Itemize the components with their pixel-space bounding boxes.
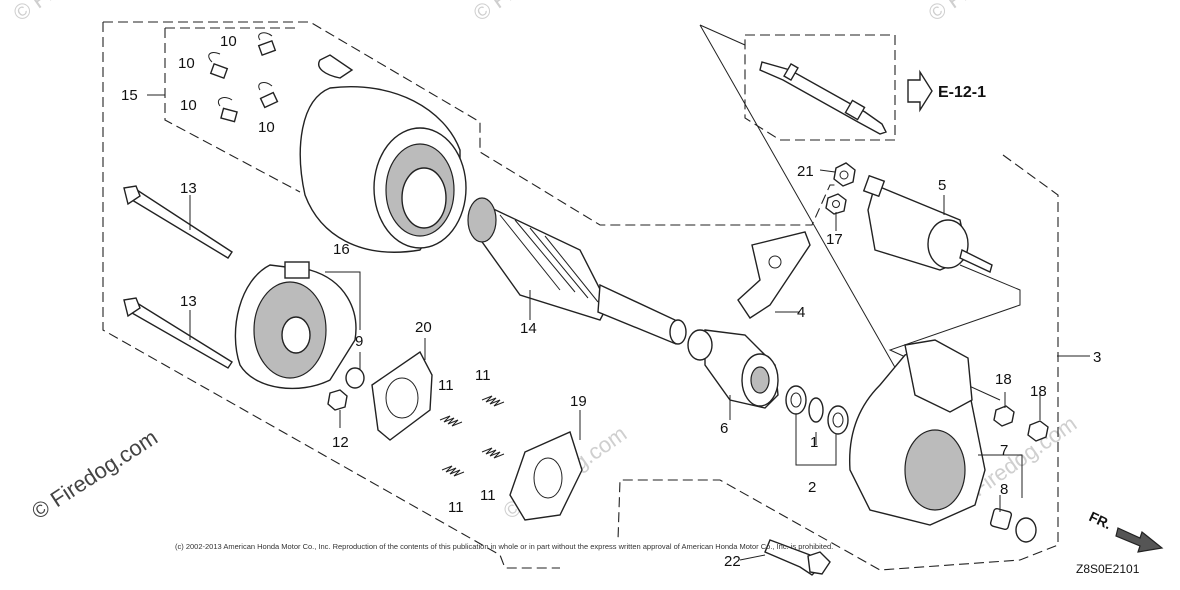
nut-18a: [993, 405, 1015, 427]
reference-arrow-icon: [907, 69, 933, 113]
assembly-outline-3: [617, 154, 1059, 571]
bracket-7-8: [978, 454, 1023, 498]
callout-16: 16: [333, 241, 350, 258]
watermark-main: © Firedog.com: [27, 424, 162, 524]
spring-11c: [441, 465, 465, 477]
spring-11a: [439, 415, 463, 427]
callout-11a: 11: [475, 367, 491, 384]
nut-12: [327, 389, 348, 411]
shift-lever: [737, 231, 811, 319]
brush-4: [258, 82, 279, 109]
bolt-22: [764, 539, 831, 576]
callout-14: 14: [520, 320, 537, 337]
callout-2: 2: [808, 479, 816, 496]
nut-18b: [1027, 420, 1049, 442]
brush-1: [208, 52, 229, 79]
pinion-gear: [687, 329, 779, 409]
callout-20: 20: [415, 319, 432, 336]
front-housing: [848, 339, 986, 526]
leader-lines: [147, 94, 1090, 561]
brush-3: [218, 97, 238, 123]
callout-9: 9: [355, 333, 363, 350]
brush-set: [208, 32, 279, 123]
callout-18a: 18: [995, 371, 1012, 388]
front-direction: FR.: [1087, 508, 1164, 553]
through-bolt-13b: [123, 297, 233, 369]
watermark-top-center: © Firedog.com: [469, 0, 602, 26]
callout-12: 12: [332, 434, 349, 451]
assembly-outline-15: [103, 21, 835, 226]
solenoid: [862, 174, 993, 273]
callout-18b: 18: [1030, 383, 1047, 400]
watermark-top-right: © Firedog.com: [924, 0, 1057, 26]
callout-6: 6: [720, 420, 728, 437]
spring-11b: [481, 395, 505, 407]
callout-21: 21: [797, 163, 814, 180]
through-bolt-reference: [759, 61, 887, 135]
callout-13a: 13: [180, 180, 197, 197]
nut-17: [825, 193, 847, 215]
callout-11c: 11: [448, 499, 464, 516]
callout-19: 19: [570, 393, 587, 410]
callout-1: 1: [810, 434, 818, 451]
yoke-housing: [299, 54, 467, 253]
rear-cover: [234, 261, 357, 390]
copyright-notice: (c) 2002-2013 American Honda Motor Co., …: [175, 542, 833, 551]
bushing-9: [345, 367, 365, 389]
front-direction-label: FR.: [1087, 508, 1114, 532]
callout-22: 22: [724, 553, 741, 570]
armature: [467, 197, 687, 345]
callout-4: 4: [797, 304, 805, 321]
reference-label: E-12-1: [938, 84, 986, 101]
diagram-code: Z8S0E2101: [1076, 562, 1140, 576]
bushing-7: [989, 507, 1013, 531]
callout-8: 8: [1000, 481, 1008, 498]
callout-11b: 11: [438, 377, 454, 394]
callout-15: 15: [121, 87, 138, 104]
brush-2: [257, 32, 277, 56]
brush-holder: [509, 431, 583, 521]
assembly-outline-left: [102, 22, 560, 569]
callout-11d: 11: [480, 487, 496, 504]
through-bolt-13a: [123, 185, 233, 259]
callout-10d: 10: [258, 119, 275, 136]
callout-7: 7: [1000, 442, 1008, 459]
brush-plate: [371, 350, 433, 441]
callout-10c: 10: [180, 97, 197, 114]
callout-10a: 10: [220, 33, 237, 50]
callout-13b: 13: [180, 293, 197, 310]
nut-21: [833, 162, 856, 187]
seal-8: [1015, 517, 1037, 543]
spring-11d: [481, 447, 505, 459]
callout-5: 5: [938, 177, 946, 194]
callout-3: 3: [1093, 349, 1101, 366]
brush-box-outline: [164, 27, 301, 193]
stop-collar-parts: [785, 385, 849, 435]
callout-10b: 10: [178, 55, 195, 72]
callout-17: 17: [826, 231, 843, 248]
reference-pointer: [699, 24, 906, 386]
callouts: 10 10 10 10 15 13 13 16 9 12 20 11 11 11…: [121, 33, 1101, 570]
front-arrow-icon: [1115, 527, 1164, 553]
